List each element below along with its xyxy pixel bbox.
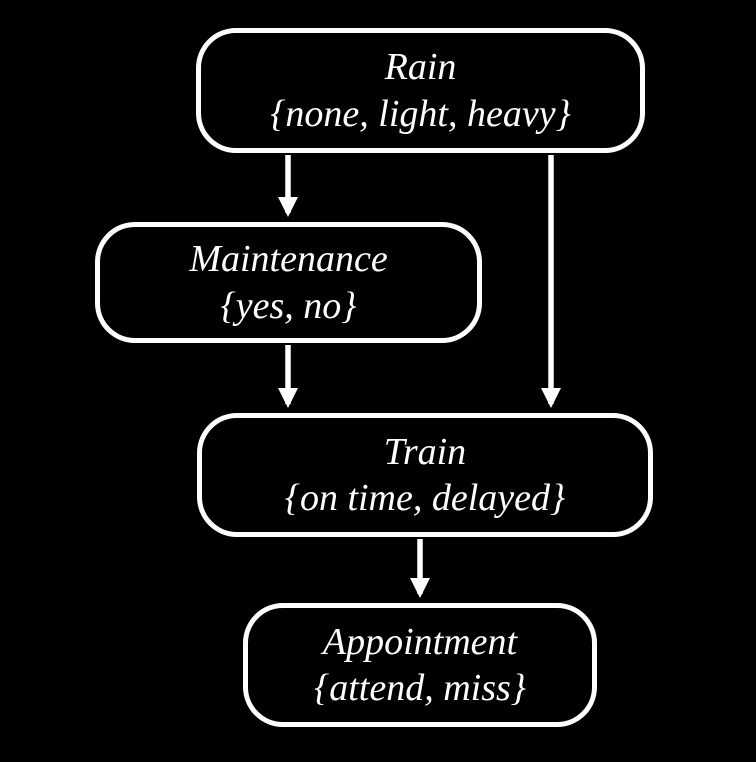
node-train-label: Train	[383, 430, 467, 473]
node-rain-values: {none, light, heavy}	[270, 92, 571, 135]
node-train: Train {on time, delayed}	[197, 413, 653, 537]
node-maintenance: Maintenance {yes, no}	[95, 222, 482, 343]
node-appointment-values: {attend, miss}	[314, 667, 526, 709]
node-appointment: Appointment {attend, miss}	[243, 603, 597, 727]
node-maintenance-values: {yes, no}	[220, 284, 357, 327]
node-rain-label: Rain	[384, 46, 457, 89]
node-train-values: {on time, delayed}	[284, 477, 566, 519]
node-appointment-label: Appointment	[322, 620, 518, 663]
node-maintenance-label: Maintenance	[189, 238, 388, 281]
node-rain: Rain {none, light, heavy}	[196, 28, 645, 153]
